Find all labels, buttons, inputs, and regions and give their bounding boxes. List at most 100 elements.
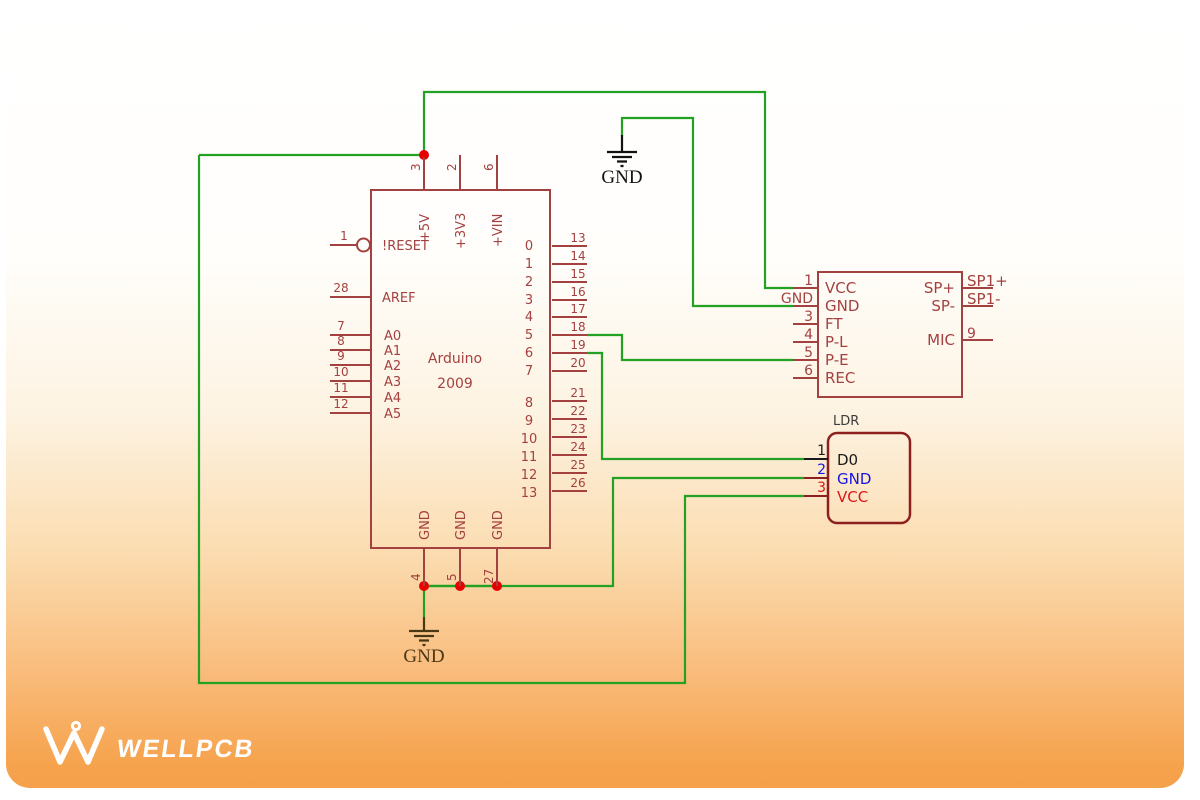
sound-pin-label: P-L xyxy=(825,333,848,351)
wire-pin18-pe xyxy=(587,333,793,362)
arduino-pin-num: 4 xyxy=(409,573,423,581)
arduino-pin-num: 6 xyxy=(482,163,496,171)
arduino-pin-stubs xyxy=(330,155,587,586)
sound-pin-label: REC xyxy=(825,369,855,387)
arduino-pin-num: 9 xyxy=(337,349,345,363)
ldr-pin-label: GND xyxy=(837,470,871,488)
arduino-pin-num: 2 xyxy=(445,163,459,171)
arduino-pin-num: 15 xyxy=(570,267,585,281)
sound-net-label: SP1- xyxy=(967,290,1001,308)
sound-pin-num: GND xyxy=(781,291,813,307)
arduino-pin-label: +3V3 xyxy=(454,213,469,249)
sound-pin-label: GND xyxy=(825,297,859,315)
sound-pin-num: 9 xyxy=(967,326,976,342)
sound-pin-label: FT xyxy=(825,315,843,333)
arduino-pin-label: A1 xyxy=(384,344,401,359)
schematic-card: Arduino 2009 3 2 6 +5V +3V3 +VIN 1 28 7 … xyxy=(6,6,1184,788)
arduino-pin-label: 10 xyxy=(521,432,538,447)
sound-pin-label: VCC xyxy=(825,279,856,297)
arduino-pin-num: 19 xyxy=(570,338,585,352)
arduino-pin-num: 10 xyxy=(333,365,348,379)
sound-pin-num: 6 xyxy=(804,363,813,379)
arduino-pin-label: GND xyxy=(491,510,506,540)
arduino-pin-label: A5 xyxy=(384,407,401,422)
arduino-pin-label: 4 xyxy=(525,310,533,325)
arduino-pin-num: 13 xyxy=(570,231,585,245)
sound-pin-num: 4 xyxy=(804,327,813,343)
arduino-pin-label: 0 xyxy=(525,239,533,254)
ground-symbol-top: GND xyxy=(601,135,643,188)
wires xyxy=(197,90,804,685)
arduino-pin-num: 1 xyxy=(340,229,348,243)
arduino-pin-num: 7 xyxy=(337,319,345,333)
arduino-pin-num: 26 xyxy=(570,476,585,490)
arduino-pin-label: 1 xyxy=(525,257,533,272)
junction-dot-5v xyxy=(419,150,429,160)
ldr-module-symbol: LDR 1 2 3 D0 GND VCC xyxy=(804,414,912,525)
arduino-pin-num: 11 xyxy=(333,381,348,395)
arduino-pin-num: 18 xyxy=(570,320,585,334)
sound-pin-label: SP- xyxy=(931,297,955,315)
arduino-pin-label: 11 xyxy=(521,450,538,465)
arduino-pin-label: A3 xyxy=(384,375,401,390)
ground-label-top: GND xyxy=(601,167,642,188)
arduino-pin-label: AREF xyxy=(382,291,416,306)
arduino-name: Arduino xyxy=(428,351,482,367)
arduino-pin-label: +VIN xyxy=(491,214,506,247)
arduino-pin-num: 22 xyxy=(570,404,585,418)
arduino-symbol: Arduino 2009 3 2 6 +5V +3V3 +VIN 1 28 7 … xyxy=(330,155,587,586)
ground-glyph-top xyxy=(607,135,637,168)
arduino-pin-label: A0 xyxy=(384,329,401,344)
arduino-pin-label: 8 xyxy=(525,396,533,411)
arduino-pin-label: 12 xyxy=(521,468,538,483)
arduino-pin-num: 28 xyxy=(333,281,348,295)
arduino-pin-num: 21 xyxy=(570,386,585,400)
ground-symbol-bottom: GND xyxy=(403,617,445,667)
arduino-pin-label: 9 xyxy=(525,414,533,429)
sound-pin-num: 3 xyxy=(804,309,813,325)
sound-module-stubs xyxy=(793,287,993,379)
arduino-pin-num: 17 xyxy=(570,302,585,316)
arduino-pin-label: 13 xyxy=(521,486,538,501)
brand-logo: WELLPCB xyxy=(43,720,257,765)
sound-pin-num: 1 xyxy=(804,273,813,289)
arduino-year: 2009 xyxy=(437,376,473,392)
logo-w-mark xyxy=(43,726,105,765)
arduino-pin-label: A2 xyxy=(384,359,401,374)
arduino-pin-label: GND xyxy=(418,510,433,540)
arduino-texts: Arduino 2009 3 2 6 +5V +3V3 +VIN 1 28 7 … xyxy=(333,163,585,584)
arduino-pin-num: 16 xyxy=(570,285,585,299)
arduino-pin-num: 8 xyxy=(337,334,345,348)
ldr-title: LDR xyxy=(833,414,859,429)
arduino-pin-num: 14 xyxy=(570,249,585,263)
wire-gnd-bottom xyxy=(422,476,804,617)
sound-module-texts: 1 GND 3 4 5 6 VCC GND FT P-L P-E REC SP+… xyxy=(781,272,1008,387)
sound-pin-label: SP+ xyxy=(924,279,955,297)
sound-pin-label: P-E xyxy=(825,351,849,369)
arduino-pin-label: 3 xyxy=(525,293,533,308)
schematic-canvas: Arduino 2009 3 2 6 +5V +3V3 +VIN 1 28 7 … xyxy=(43,90,1008,765)
brand-name: WELLPCB xyxy=(115,735,256,763)
ldr-pin-label: VCC xyxy=(837,488,868,506)
arduino-pin-num: 5 xyxy=(445,573,459,581)
ldr-pin-num: 3 xyxy=(817,480,826,496)
sound-module-symbol: 1 GND 3 4 5 6 VCC GND FT P-L P-E REC SP+… xyxy=(781,271,1008,398)
sound-net-label: SP1+ xyxy=(967,272,1008,290)
arduino-pin-label: +5V xyxy=(418,214,433,242)
arduino-pin-label: 6 xyxy=(525,346,533,361)
arduino-pin-label: 7 xyxy=(525,364,533,379)
arduino-pin-num: 20 xyxy=(570,356,585,370)
arduino-pin-num: 25 xyxy=(570,458,585,472)
arduino-pin-label: !RESET xyxy=(382,239,429,254)
logo-dot xyxy=(70,720,82,732)
arduino-pin-label: A4 xyxy=(384,391,401,406)
arduino-pin-label: 2 xyxy=(525,275,533,290)
junction-dots xyxy=(419,150,502,591)
wire-gnd-top xyxy=(620,116,793,308)
sound-pin-label: MIC xyxy=(927,331,955,349)
ldr-pin-label: D0 xyxy=(837,451,858,469)
arduino-pin-num: 24 xyxy=(570,440,585,454)
sound-pin-num: 5 xyxy=(804,345,813,361)
arduino-pin-num: 23 xyxy=(570,422,585,436)
ldr-pin-num: 1 xyxy=(817,443,826,459)
